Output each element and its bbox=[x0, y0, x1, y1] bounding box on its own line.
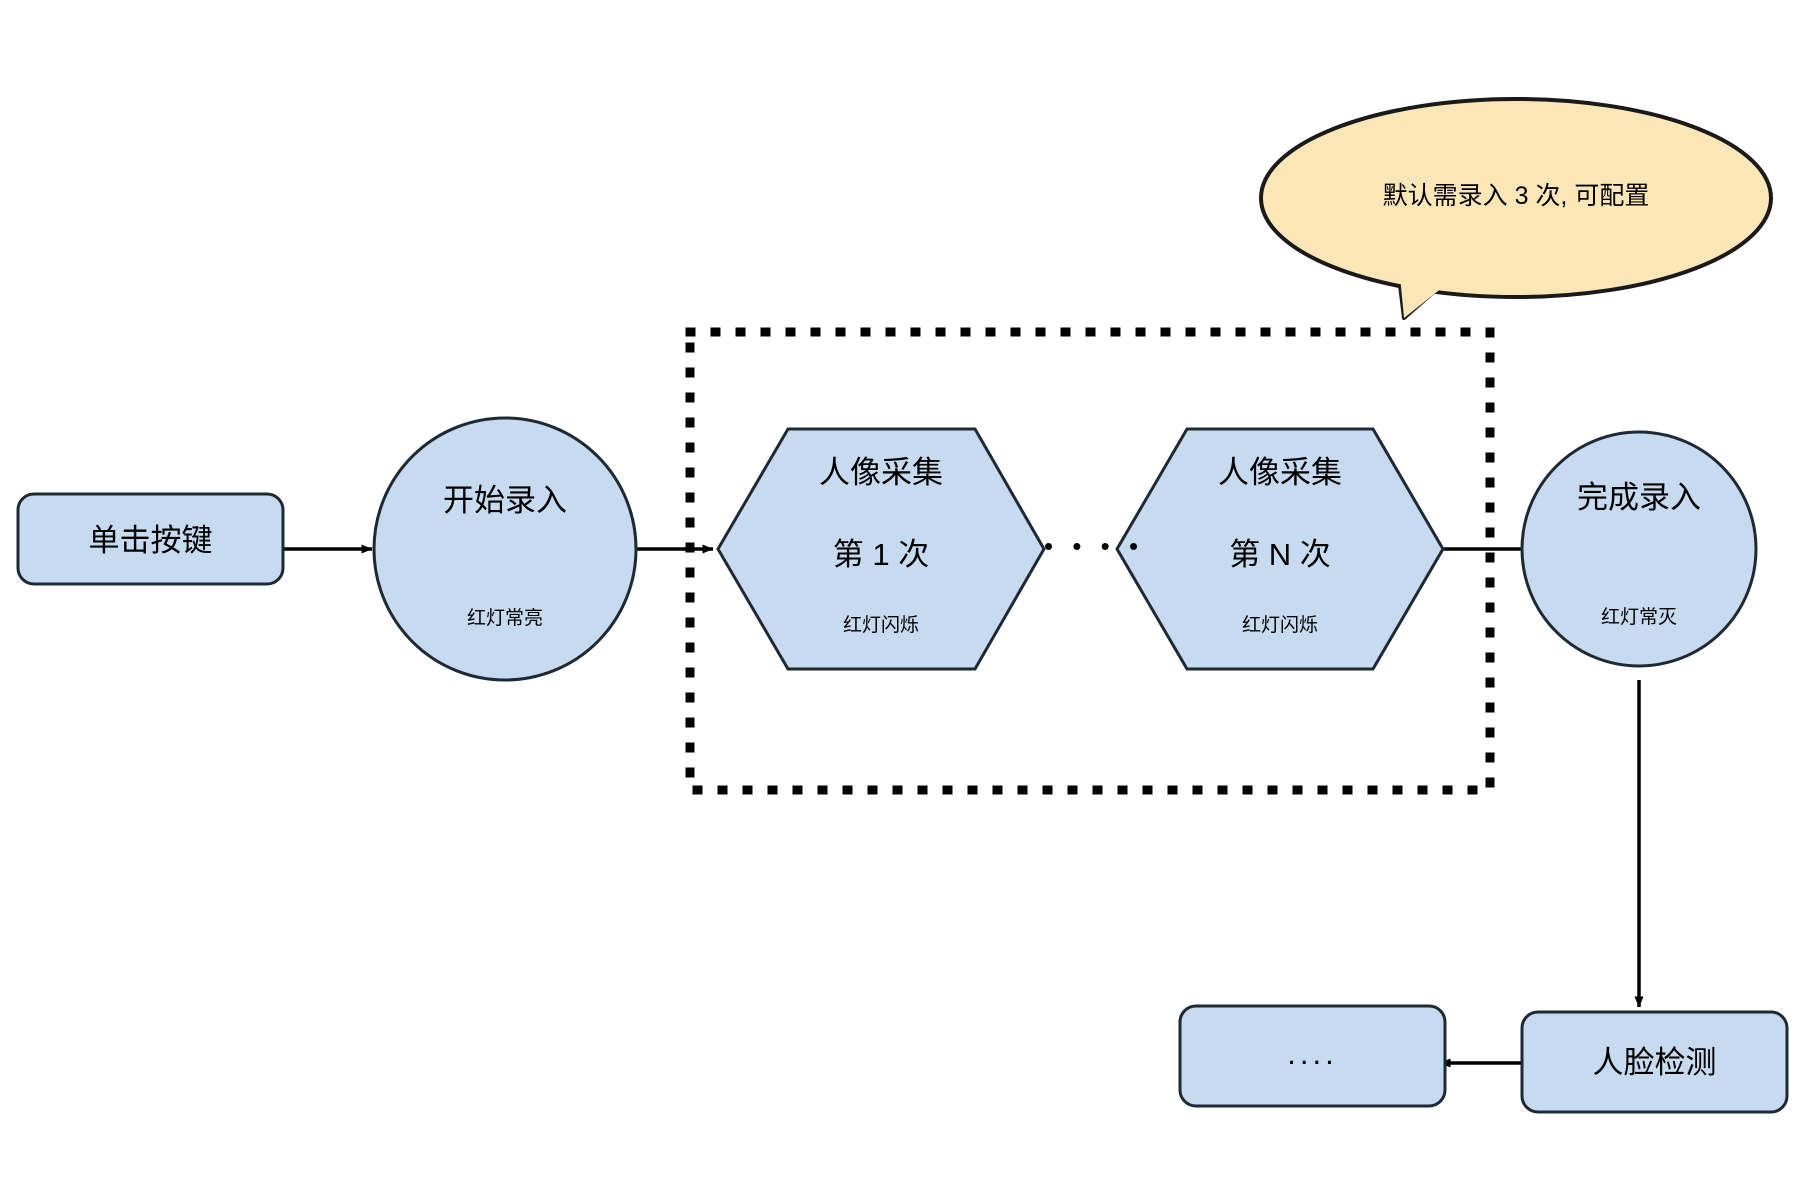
callout-bubble bbox=[1259, 97, 1773, 299]
node-more-steps[interactable] bbox=[1178, 1004, 1447, 1108]
capture-loop-group-border bbox=[685, 327, 1495, 795]
node-capture-first[interactable] bbox=[716, 427, 1046, 671]
node-start-enroll[interactable] bbox=[372, 416, 638, 682]
node-capture-nth[interactable] bbox=[1115, 427, 1445, 671]
callout-tail-cover bbox=[1400, 272, 1462, 318]
node-click-button[interactable] bbox=[16, 492, 285, 586]
node-finish-enroll[interactable] bbox=[1520, 430, 1758, 668]
node-face-detect[interactable] bbox=[1520, 1010, 1789, 1114]
